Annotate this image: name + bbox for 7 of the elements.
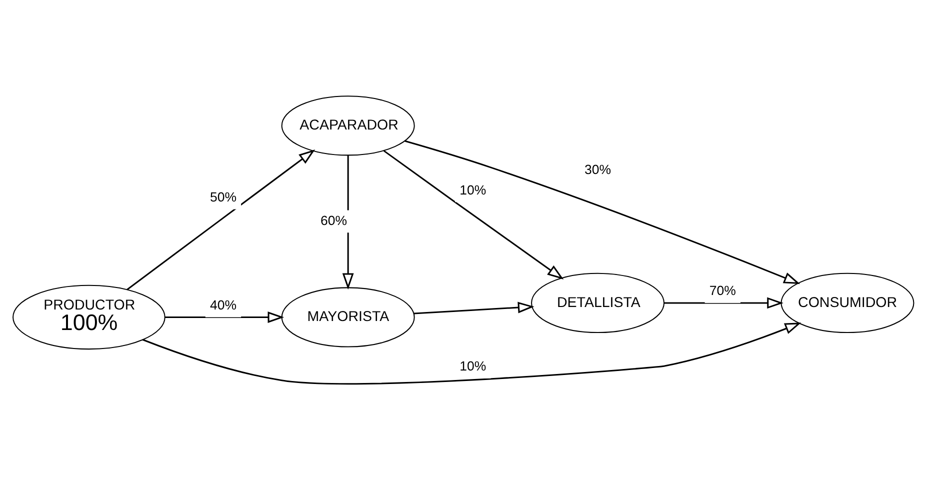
edge-label: 30%	[584, 161, 611, 176]
edge-label: 10%	[459, 182, 486, 197]
edge-label: 40%	[209, 296, 236, 312]
edge-label: 50%	[209, 188, 236, 204]
edge-label: 10%	[459, 358, 486, 374]
edge-label: 70%	[708, 282, 736, 298]
edge-label: 60%	[320, 212, 347, 228]
